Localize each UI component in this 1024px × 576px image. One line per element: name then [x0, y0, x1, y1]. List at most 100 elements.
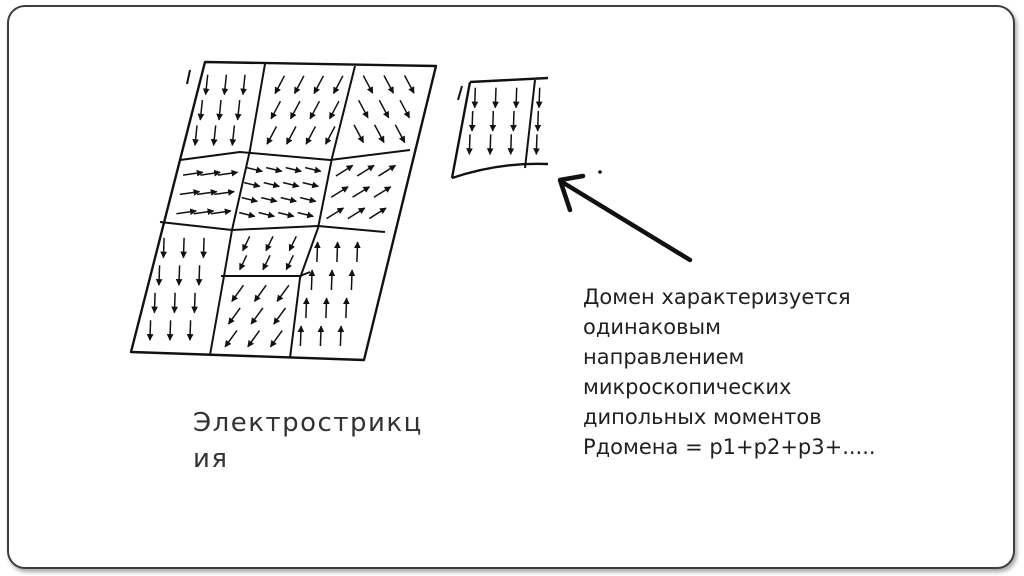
dipole-arrow [281, 198, 297, 202]
dipole-arrow [238, 100, 240, 120]
dipole-arrow [214, 125, 216, 145]
dipole-arrow [286, 168, 302, 172]
dipole-arrow [359, 100, 368, 118]
dipole-arrow [490, 134, 491, 154]
caption-electrostriction: Электрострикц ия [193, 405, 453, 477]
dipole-arrow [232, 125, 234, 145]
dipole-arrow [374, 187, 391, 198]
dipole-arrow [334, 76, 343, 94]
dipole-arrow [538, 111, 539, 131]
dipole-arrow [331, 187, 348, 198]
dipole-arrow [536, 134, 537, 154]
dipole-arrow [232, 285, 244, 301]
dipole-arrow [261, 198, 277, 202]
dipole-arrow [239, 213, 255, 217]
dipole-arrow [199, 265, 200, 285]
dipole-arrow [218, 172, 238, 175]
dipole-arrow [295, 76, 304, 94]
dipole-arrow [357, 242, 358, 262]
dipole-arrow [379, 165, 396, 176]
dipole-arrow [197, 192, 217, 195]
dipole-arrow [330, 101, 339, 119]
dipole-arrow [516, 88, 517, 108]
dipole-arrow [327, 208, 344, 219]
dipole-arrow [317, 242, 318, 262]
dipole-arrow [300, 198, 316, 202]
dipole-arrow [331, 270, 332, 290]
dipole-arrow [326, 127, 335, 145]
dipole-arrow [277, 285, 289, 301]
dipole-arrow [286, 255, 293, 269]
dipole-arrow [179, 265, 180, 285]
dipole-arrow [305, 168, 321, 172]
description-line-1: Домен характеризуется [583, 282, 913, 312]
dipole-arrow [363, 76, 372, 94]
single-domain-arrows [469, 88, 539, 155]
dipole-arrow [271, 101, 280, 119]
dipole-arrow [248, 331, 260, 347]
dipole-arrow [336, 165, 353, 176]
dipole-arrow [283, 183, 299, 187]
dipole-arrow [229, 308, 241, 324]
dipole-arrow [206, 75, 208, 95]
dipole-arrow [353, 187, 370, 198]
dipole-arrow [267, 127, 276, 145]
description-line-2: одинаковым [583, 312, 913, 342]
dipole-arrow [255, 285, 267, 301]
dipole-arrow [225, 331, 237, 347]
dipole-arrow [247, 168, 263, 172]
dipole-arrow [244, 183, 260, 187]
description-line-4: микроскопических [583, 372, 913, 402]
dipole-arrow [194, 293, 195, 313]
dipole-arrow [163, 238, 164, 258]
dipole-arrow [384, 76, 393, 94]
dipole-arrow [475, 88, 476, 108]
dipole-arrow [405, 76, 414, 94]
dipole-arrow [314, 76, 323, 94]
dipole-arrow [154, 293, 155, 313]
dipole-arrow [259, 213, 275, 217]
dipole-arrow [180, 192, 200, 195]
dipole-arrow [303, 183, 319, 187]
dipole-arrow [174, 293, 175, 313]
dipole-arrow [357, 165, 374, 176]
dipole-arrow [200, 172, 220, 175]
dipole-arrow [340, 326, 341, 346]
dipole-arrow [243, 75, 245, 95]
dipole-arrow [306, 127, 315, 145]
dipole-arrow [159, 265, 160, 285]
dipole-arrow [311, 270, 312, 290]
dipole-arrow [326, 298, 327, 318]
dipole-arrow [211, 211, 231, 214]
dipole-arrow [395, 125, 404, 143]
dipole-arrow [346, 298, 347, 318]
dipole-arrow [263, 255, 270, 269]
dipole-arrow [310, 101, 319, 119]
dipole-arrow [200, 100, 202, 120]
dipole-arrow [183, 172, 203, 175]
dipole-arrow [264, 183, 280, 187]
dipole-arrow [190, 320, 191, 340]
dipole-arrow [243, 236, 250, 250]
dipole-arrow [337, 242, 338, 262]
dipole-arrow [495, 88, 496, 108]
dipole-arrow [511, 134, 512, 154]
domain-block [131, 62, 436, 360]
dipole-arrow [150, 320, 151, 340]
dipole-arrow [203, 238, 204, 258]
dipole-arrow [369, 208, 386, 219]
dipole-arrow [170, 320, 171, 340]
dipole-arrow [194, 211, 214, 214]
dipole-arrow [275, 76, 284, 94]
dipole-arrow [242, 198, 258, 202]
dipole-arrow [271, 331, 283, 347]
dipole-arrow [266, 236, 273, 250]
dipole-arrow [298, 213, 314, 217]
dipole-arrow [183, 238, 184, 258]
dipole-arrow [375, 125, 384, 143]
domain-description: Домен характеризуется одинаковым направл… [583, 282, 913, 462]
dipole-arrow [472, 111, 473, 131]
dipole-arrow [351, 270, 352, 290]
description-line-6: Pдомена = p1+p2+p3+..... [583, 432, 913, 462]
dipole-arrow [300, 326, 301, 346]
